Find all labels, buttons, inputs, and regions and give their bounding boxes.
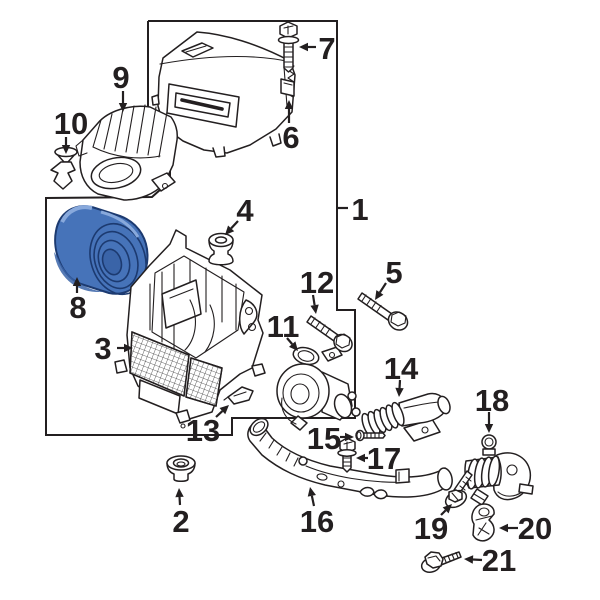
callout-arrow-4 <box>230 220 239 230</box>
bushing-4-drawing <box>208 232 234 266</box>
callout-arrowhead-6 <box>284 100 294 109</box>
part-label-9: 9 <box>112 60 129 95</box>
part-label-19: 19 <box>414 511 448 546</box>
part-label-11: 11 <box>267 309 300 344</box>
bolt-12-drawing <box>306 315 353 353</box>
callout-arrowhead-14 <box>395 387 404 397</box>
bracket-20-drawing <box>471 503 495 542</box>
callout-arrow-12 <box>311 294 316 306</box>
callout-arrowhead-9 <box>118 103 128 112</box>
screw-15-drawing <box>355 429 386 442</box>
callout-arrowhead-18 <box>484 424 494 433</box>
connector-duct-14-drawing <box>361 392 451 442</box>
cover-mount-tab-drawing <box>280 78 295 97</box>
callout-arrowhead-5 <box>375 290 384 300</box>
callout-arrowhead-11 <box>288 341 298 351</box>
air-filter-element-drawing <box>54 205 149 296</box>
callout-arrowhead-20 <box>499 523 508 533</box>
callout-arrowhead-2 <box>175 488 184 498</box>
callout-arrowhead-10 <box>61 145 71 154</box>
grommet-2-drawing <box>166 455 196 482</box>
part-label-12: 12 <box>300 265 334 300</box>
part-label-8: 8 <box>69 290 86 325</box>
outlet-duct-11-drawing <box>276 346 361 431</box>
part-label-6: 6 <box>282 120 299 155</box>
part-label-1: 1 <box>351 192 368 227</box>
callout-arrow-13 <box>215 410 224 418</box>
lower-housing-3-drawing <box>114 229 266 429</box>
callout-arrowhead-19 <box>442 504 452 514</box>
part-label-15: 15 <box>307 421 341 456</box>
callout-arrowhead-13 <box>219 405 229 415</box>
part-label-2: 2 <box>172 504 189 539</box>
bolt-5-drawing <box>357 292 409 331</box>
part-label-5: 5 <box>385 255 402 290</box>
callout-arrowhead-8 <box>72 277 82 286</box>
part-label-16: 16 <box>300 504 334 539</box>
callout-arrowhead-7 <box>299 42 308 52</box>
part-label-3: 3 <box>94 331 111 366</box>
callout-arrow-21 <box>472 558 483 562</box>
part-label-4: 4 <box>236 193 254 228</box>
wedge-clip-13-drawing <box>223 386 254 405</box>
part-label-21: 21 <box>482 543 516 578</box>
intake-duct-9-drawing <box>75 104 178 201</box>
air-cleaner-cover-drawing <box>151 31 296 158</box>
part-label-7: 7 <box>318 31 335 66</box>
part-label-18: 18 <box>475 383 509 418</box>
callout-arrowhead-4 <box>225 225 235 235</box>
inlet-resonator-18-drawing <box>464 434 534 506</box>
callout-arrowhead-21 <box>464 555 474 564</box>
callout-arrowhead-15 <box>345 432 354 442</box>
callout-arrow-5 <box>378 282 387 294</box>
part-label-14: 14 <box>384 351 419 386</box>
part-label-10: 10 <box>54 106 88 141</box>
callout-arrowhead-16 <box>307 487 316 497</box>
callout-arrowhead-17 <box>356 453 365 463</box>
stud-bolt-19-drawing <box>444 470 473 509</box>
air-tube-16-drawing <box>247 417 453 500</box>
flange-bolt-21-drawing <box>420 551 462 573</box>
callout-arrow-19 <box>440 509 447 516</box>
callout-arrowhead-12 <box>310 304 319 314</box>
part-label-20: 20 <box>518 511 552 546</box>
assembly-boundary-box <box>45 20 356 436</box>
part-label-13: 13 <box>186 413 220 448</box>
callout-arrow-11 <box>286 337 294 345</box>
callout-arrow-16 <box>310 495 316 507</box>
bolt-7-drawing <box>277 21 300 73</box>
callout-arrowhead-3 <box>124 343 133 353</box>
push-clip-10-drawing <box>50 146 78 190</box>
part-label-17: 17 <box>367 441 401 476</box>
